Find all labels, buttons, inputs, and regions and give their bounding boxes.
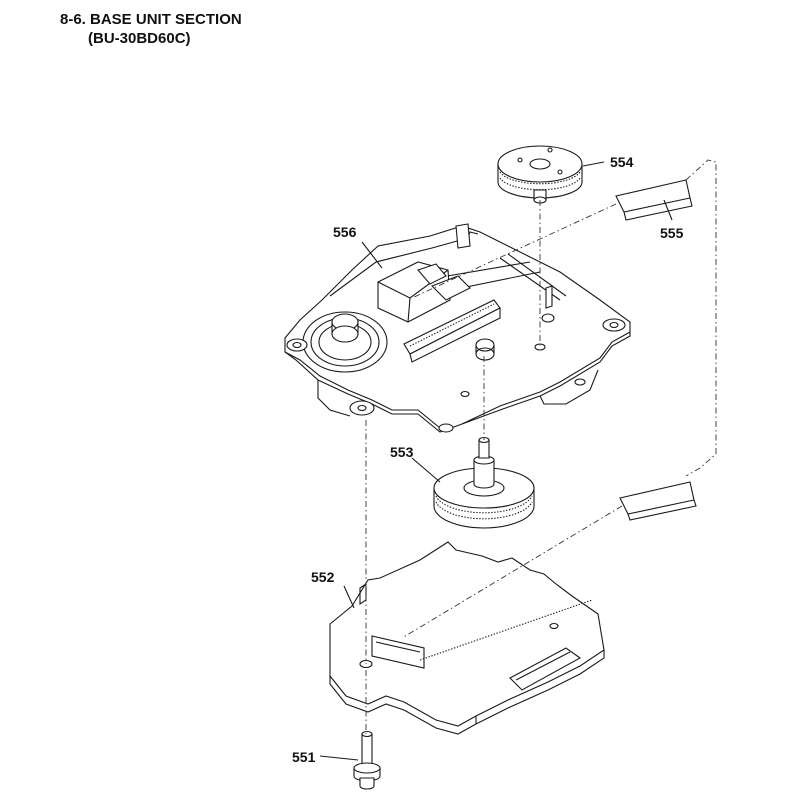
part-554-gear — [497, 145, 583, 204]
section-title: 8-6. BASE UNIT SECTION — [60, 11, 242, 28]
part-556-base-unit — [284, 223, 631, 433]
callout-552: 552 — [311, 569, 335, 585]
part-553-gear — [433, 436, 535, 529]
leader-lines — [319, 161, 673, 761]
section-model: (BU-30BD60C) — [88, 30, 191, 47]
assembly-lines — [365, 200, 623, 734]
callout-551: 551 — [292, 749, 316, 765]
callout-554: 554 — [610, 154, 634, 170]
section-heading: 8-6. BASE UNIT SECTION (BU-30BD60C) — [60, 10, 242, 48]
callout-553: 553 — [390, 444, 414, 460]
part-555-flat-cable — [615, 159, 717, 521]
part-552-circuit-board — [329, 541, 605, 735]
part-551-screw — [353, 730, 381, 790]
callout-556: 556 — [333, 224, 357, 240]
callout-555: 555 — [660, 225, 684, 241]
